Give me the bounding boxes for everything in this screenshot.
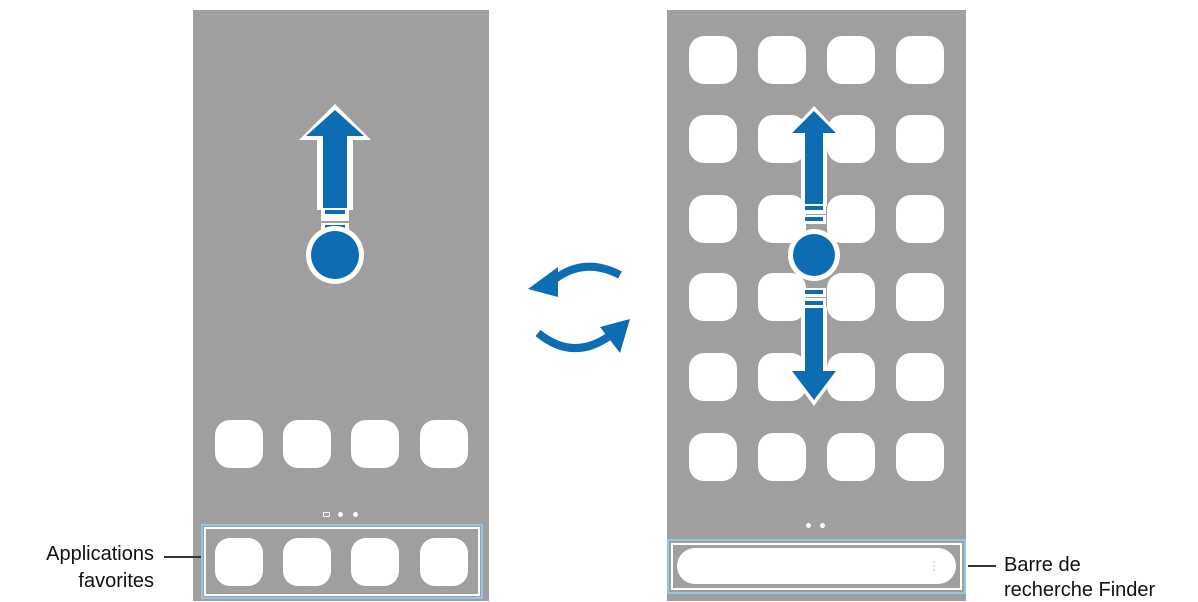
app-icon[interactable] [758,433,806,481]
finder-search-bar[interactable] [677,548,956,584]
app-icon[interactable] [689,273,737,321]
app-icon[interactable] [758,115,806,163]
favorites-dock-highlight [201,524,483,599]
finder-bar-highlight [667,539,966,594]
app-icon[interactable] [896,433,944,481]
app-icon[interactable] [896,273,944,321]
finder-label-line1: Barre de [1004,554,1081,576]
app-icon[interactable] [896,353,944,401]
app-icon[interactable] [215,420,263,468]
app-icon[interactable] [689,115,737,163]
finder-bar-frame [671,543,962,590]
swipe-up-down-arrow-icon [786,106,842,406]
finder-label-line2: recherche Finder [1004,579,1156,601]
favorite-app-icon[interactable] [283,538,331,586]
page-indicator-dot [820,523,825,528]
app-icon[interactable] [283,420,331,468]
app-icon[interactable] [827,433,875,481]
favorite-app-icon[interactable] [420,538,468,586]
apps-screen: ⋮ [667,10,966,601]
finder-more-options-icon[interactable]: ⋮ [928,559,940,573]
app-icon[interactable] [896,195,944,243]
app-icon[interactable] [827,36,875,84]
app-icon[interactable] [896,115,944,163]
app-icon[interactable] [896,36,944,84]
app-icon[interactable] [827,115,875,163]
app-icon[interactable] [758,273,806,321]
app-icon[interactable] [351,420,399,468]
page-indicator-dot [353,512,358,517]
app-icon[interactable] [689,36,737,84]
swipe-up-arrow-icon [299,104,371,284]
app-icon[interactable] [689,195,737,243]
app-icon[interactable] [689,433,737,481]
favorites-dock [204,527,480,596]
app-icon[interactable] [758,36,806,84]
page-indicator-dot [338,512,343,517]
circular-switch-arrows-icon [528,262,630,353]
app-icon[interactable] [420,420,468,468]
favorites-label-line1: Applications [46,543,154,565]
app-icon[interactable] [827,195,875,243]
finder-leader-line [968,565,996,567]
home-screen [193,10,489,601]
favorites-leader-line [164,556,201,558]
favorite-app-icon[interactable] [351,538,399,586]
app-icon[interactable] [827,273,875,321]
app-icon[interactable] [689,353,737,401]
page-indicator-dot [806,523,811,528]
favorites-label-line2: favorites [78,570,154,592]
favorite-app-icon[interactable] [215,538,263,586]
home-page-indicator [323,512,330,517]
